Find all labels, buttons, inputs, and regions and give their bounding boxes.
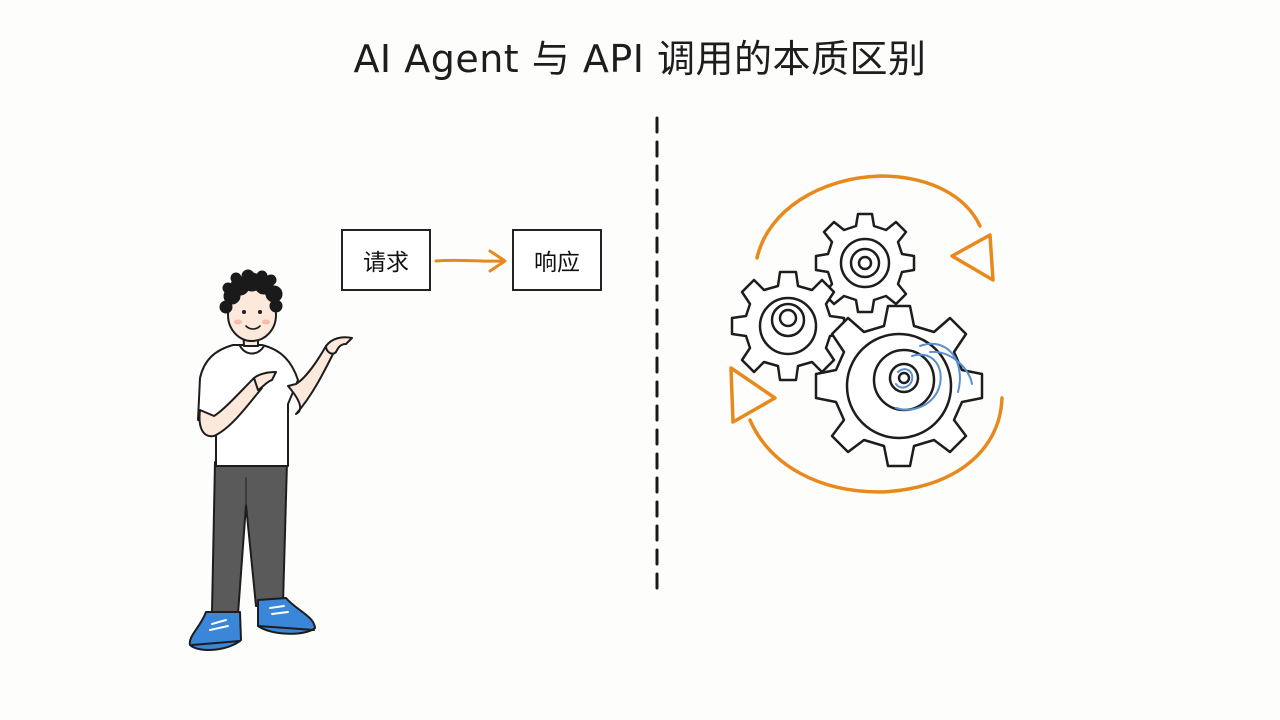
medium-gear-icon (730, 270, 846, 382)
small-gear-icon (814, 212, 916, 314)
left-shoe-icon (188, 611, 242, 652)
right-hand (325, 336, 353, 355)
response-box: 响应 (512, 229, 602, 291)
circular-arrows-icon (729, 174, 1004, 494)
blue-swirl-icon (895, 343, 973, 411)
request-label: 请求 (363, 250, 409, 276)
hair (219, 269, 283, 314)
right-arm (287, 345, 335, 415)
left-arm (198, 377, 263, 438)
page-title: AI Agent 与 API 调用的本质区别 (353, 37, 927, 81)
response-label: 响应 (534, 250, 580, 276)
person-pointing-illustration (188, 269, 353, 652)
request-to-response-arrow-icon (434, 249, 507, 273)
pants (211, 461, 288, 615)
left-hand (253, 371, 277, 391)
request-box: 请求 (341, 229, 431, 291)
